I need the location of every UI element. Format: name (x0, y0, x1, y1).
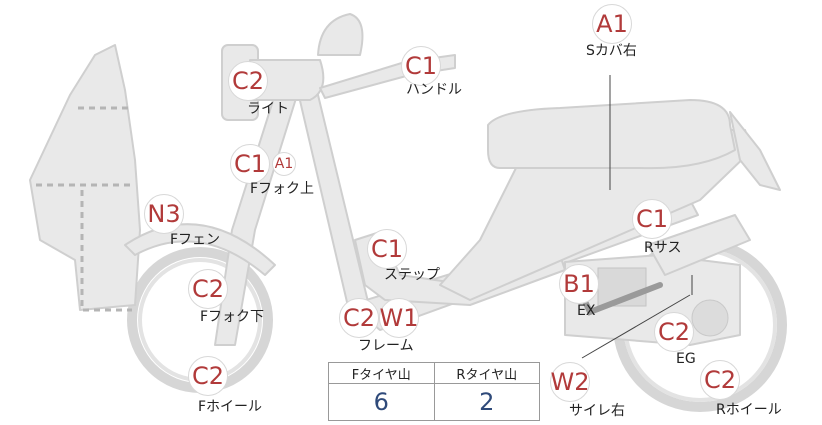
tire-depth-table: Fタイヤ山 Rタイヤ山 6 2 (328, 362, 540, 421)
code-badge-f-fork-upper-c1: C1 (230, 144, 270, 184)
code-badge-step-c1: C1 (367, 229, 407, 269)
tire-header-front: Fタイヤ山 (328, 362, 435, 384)
shock-shape (647, 214, 751, 276)
label-exhaust: EX (577, 303, 596, 319)
label-f-fork-lower: Fフォク下 (200, 309, 265, 325)
code-badge-s-cover-right-a1: A1 (592, 4, 632, 44)
label-handle: ハンドル (406, 82, 462, 98)
label-s-cover-right: Sカバ右 (586, 43, 637, 59)
label-f-fender: Fフェン (170, 232, 221, 248)
label-step: ステップ (384, 267, 440, 283)
tail-shape (729, 111, 781, 191)
code-badge-f-wheel-c2: C2 (188, 356, 228, 396)
label-r-suspension: Rサス (644, 240, 682, 256)
code-badge-f-fork-lower-c2: C2 (188, 269, 228, 309)
code-badge-f-fork-upper-a1: A1 (272, 152, 296, 176)
label-muffler-right: サイレ右 (569, 403, 625, 419)
label-r-wheel: Rホイール (716, 402, 782, 418)
code-badge-r-wheel-c2: C2 (700, 360, 740, 400)
code-badge-frame-w1: W1 (379, 298, 419, 338)
label-light: ライト (247, 101, 289, 117)
code-badge-frame-c2: C2 (339, 298, 379, 338)
tire-header-rear: Rタイヤ山 (433, 362, 540, 384)
leg-shield-shape (29, 44, 141, 311)
label-f-fork-upper: Fフォク上 (250, 181, 315, 197)
code-badge-light-c2: C2 (228, 61, 268, 101)
code-badge-exhaust-b1: B1 (559, 264, 599, 304)
code-badge-engine-c2: C2 (654, 312, 694, 352)
tire-value-rear: 2 (433, 383, 540, 421)
code-badge-r-suspension-c1: C1 (632, 199, 672, 239)
seat-shape (487, 99, 736, 170)
label-engine: EG (676, 351, 696, 367)
frame-down-shape (297, 91, 371, 316)
label-frame: フレーム (358, 338, 414, 354)
label-f-wheel: Fホイール (198, 399, 263, 415)
tire-value-front: 6 (328, 383, 435, 421)
mirror-shape (317, 13, 364, 56)
code-badge-muffler-right-w2: W2 (550, 362, 590, 402)
code-badge-handle-c1: C1 (401, 46, 441, 86)
code-badge-f-fender-n3: N3 (144, 194, 184, 234)
